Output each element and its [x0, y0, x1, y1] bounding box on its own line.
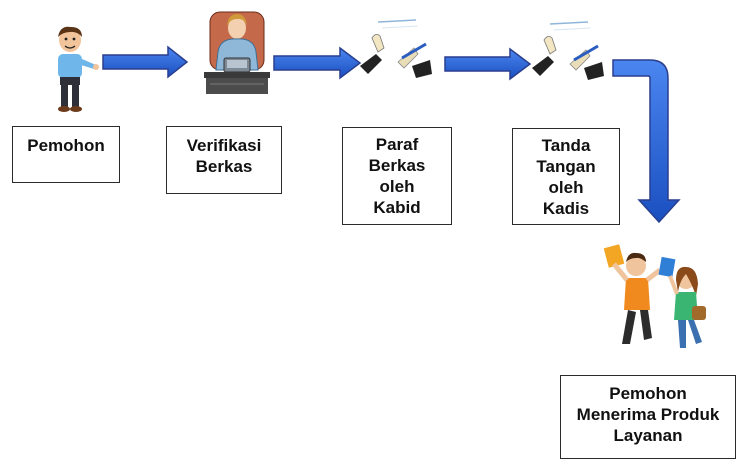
- step-box-pemohon: Pemohon: [12, 126, 120, 183]
- happy-students-icon: [603, 244, 706, 348]
- man-icon: [58, 26, 99, 112]
- typist-icon: [204, 11, 270, 94]
- step-label-line: Berkas: [195, 157, 253, 176]
- signing-hand-icon: [532, 21, 604, 80]
- step-label-line: Tangan: [536, 157, 596, 176]
- step-label-line: oleh: [548, 178, 584, 197]
- step-label-line: Pemohon: [609, 384, 687, 403]
- step-box-paraf-berkas: Paraf Berkas oleh Kabid: [342, 127, 452, 225]
- step-label-line: Kadis: [542, 199, 590, 218]
- step-label-line: Kabid: [373, 198, 421, 217]
- step-label-line: Paraf: [375, 135, 419, 154]
- step-label-line: Layanan: [613, 426, 683, 445]
- arrow-3: [444, 47, 532, 81]
- step-box-pemohon-menerima: Pemohon Menerima Produk Layanan: [560, 375, 736, 459]
- step-label-line: Verifikasi: [186, 136, 262, 155]
- arrow-1: [102, 45, 189, 79]
- step-label-line: Tanda: [541, 136, 591, 155]
- step-label-line: Pemohon: [27, 136, 105, 155]
- step-label-line: Menerima Produk: [576, 405, 720, 424]
- step-label-line: oleh: [379, 177, 415, 196]
- arrow-2: [273, 46, 362, 80]
- step-label-line: Berkas: [368, 156, 426, 175]
- step-box-tanda-tangan: Tanda Tangan oleh Kadis: [512, 128, 620, 225]
- arrow-4-bent: [612, 59, 681, 224]
- step-box-verifikasi-berkas: Verifikasi Berkas: [166, 126, 282, 194]
- signing-hand-icon: [360, 19, 432, 78]
